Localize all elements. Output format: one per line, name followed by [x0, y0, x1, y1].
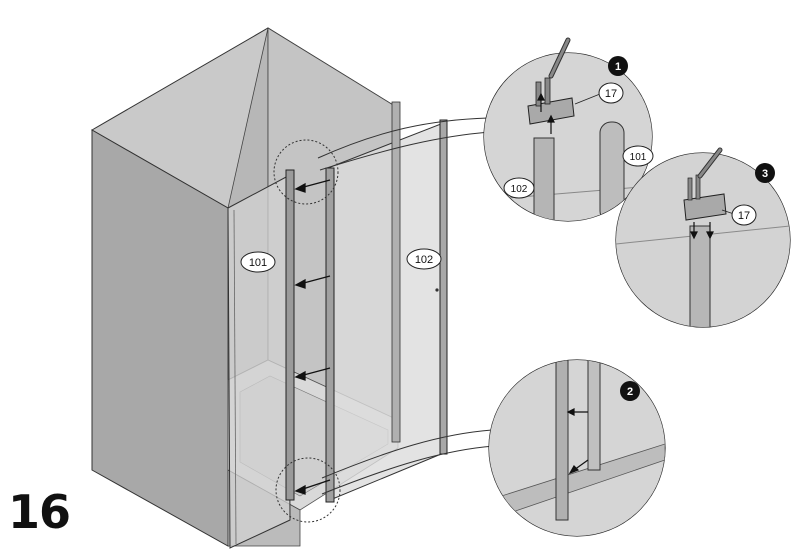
callout-101-a-text: 101: [630, 152, 647, 163]
callout-17-b-text: 17: [738, 210, 750, 222]
callout-17-b: 17: [721, 204, 757, 226]
door-top-post: [391, 101, 401, 443]
shower-enclosure: [90, 27, 448, 549]
profile-strip: [285, 169, 295, 501]
marker-3-text: 3: [762, 168, 768, 180]
arrow-icon: [294, 179, 331, 495]
callout-101-a: 101: [622, 145, 654, 167]
leader-top-2: [319, 131, 491, 171]
detail-circle-3: [615, 147, 791, 328]
leader-bottom-2: [321, 445, 495, 495]
panel-101: [227, 175, 291, 549]
detail-zone-top: [273, 139, 339, 205]
callout-101-main: 101: [240, 251, 276, 273]
step-number: 16: [8, 485, 71, 539]
marker-3: 3: [755, 163, 775, 183]
leader-top: [317, 117, 489, 159]
panel-101-edge: [233, 209, 237, 545]
callout-101-text: 101: [249, 257, 267, 269]
profile-101-detail: [599, 121, 625, 221]
marker-1: 1: [608, 56, 628, 76]
marker-2: 2: [620, 381, 640, 401]
door-profile-right: [439, 119, 448, 455]
callout-102-a-text: 102: [511, 184, 528, 195]
door-profile-left: [325, 167, 335, 503]
profile-102-detail: [533, 137, 555, 221]
panel-102: [327, 121, 447, 501]
detail-zone-bottom: [275, 457, 341, 523]
callout-17-a-text: 17: [605, 88, 617, 100]
callout-102-a: 102: [503, 177, 535, 199]
callout-102-main: 102: [406, 248, 442, 270]
marker-2-text: 2: [627, 386, 633, 398]
door-handle-dot: [435, 288, 439, 292]
detail-circle-2: [488, 359, 666, 537]
callout-17-a: 17: [574, 82, 624, 105]
marker-1-text: 1: [615, 61, 621, 73]
callout-102-text: 102: [415, 254, 433, 266]
leader-bottom: [321, 429, 493, 479]
